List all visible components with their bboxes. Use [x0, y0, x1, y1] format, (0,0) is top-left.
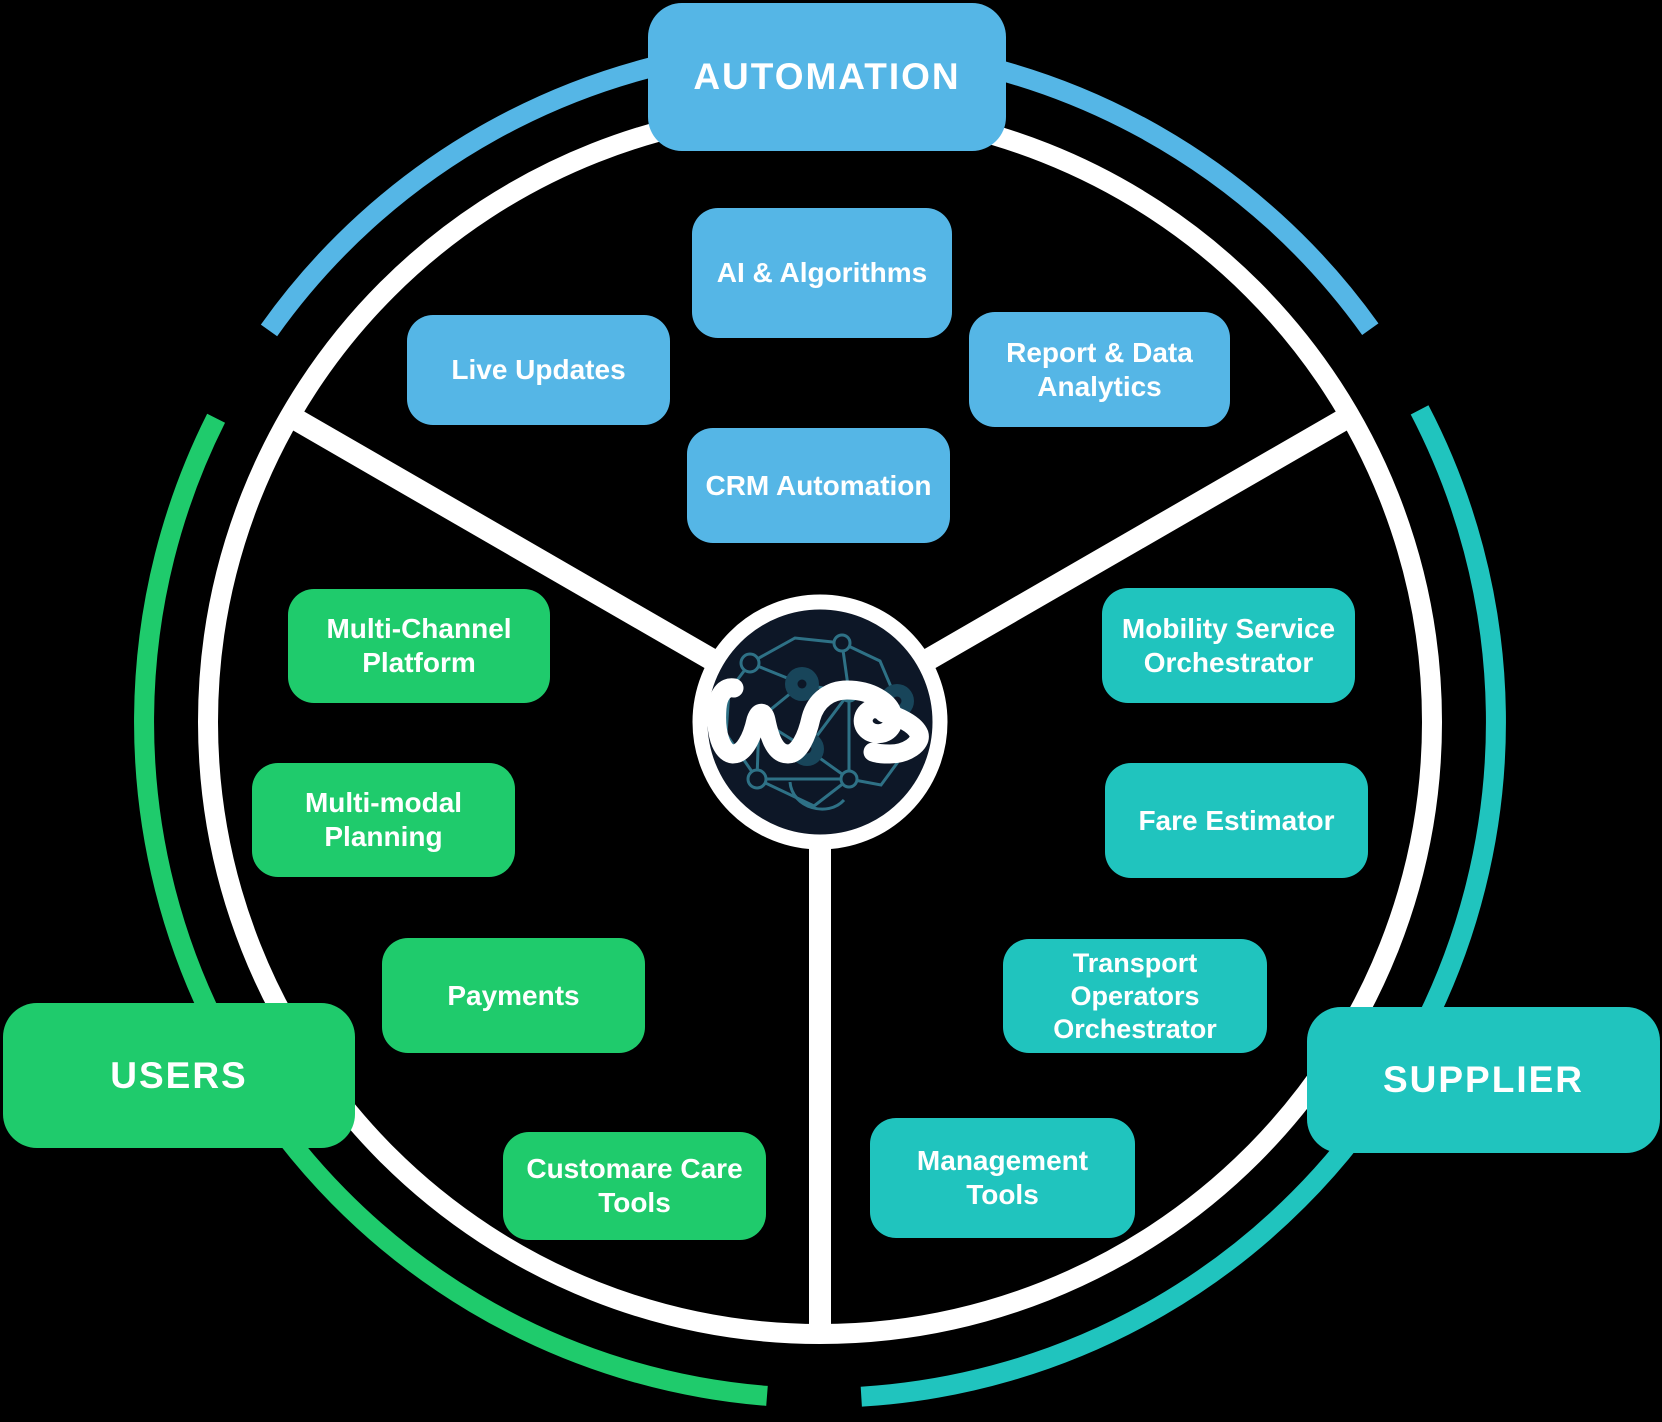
item-mobility-service-orchestrator: Mobility Service Orchestrator — [1102, 588, 1355, 703]
item-management-tools-text: Management Tools — [916, 1145, 1089, 1210]
logo-we-script — [707, 678, 929, 764]
item-live-updates-text: Live Updates — [451, 354, 626, 385]
item-fare-estimator: Fare Estimator — [1105, 763, 1368, 878]
item-customare-care-tools: Customare Care Tools — [503, 1132, 766, 1240]
item-multi-modal-planning: Multi-modal Planning — [252, 763, 515, 877]
item-fare-estimator-text: Fare Estimator — [1138, 804, 1335, 836]
section-label-users: USERS — [3, 1003, 355, 1148]
item-transport-operators-orchestrator: Transport Operators Orchestrator — [1003, 939, 1267, 1053]
item-ai-and-algorithms-text: AI & Algorithms — [716, 257, 928, 288]
section-label-automation-text: AUTOMATION — [693, 56, 961, 97]
section-label-automation: AUTOMATION — [648, 3, 1006, 151]
logo-network-nodes — [739, 633, 859, 790]
item-report-and-data-analytics: Report & Data Analytics — [969, 312, 1230, 427]
section-label-users-text: USERS — [110, 1054, 248, 1096]
item-customare-care-tools-text: Customare Care Tools — [526, 1153, 743, 1218]
section-label-supplier-text: SUPPLIER — [1382, 1059, 1585, 1100]
item-payments-text: Payments — [447, 979, 580, 1011]
item-multi-channel-platform-text: Multi-Channel Platform — [326, 613, 512, 678]
item-live-updates: Live Updates — [407, 315, 670, 425]
item-crm-automation-text: CRM Automation — [705, 469, 932, 501]
item-ai-and-algorithms: AI & Algorithms — [692, 208, 952, 338]
item-mobility-service-orchestrator-text: Mobility Service Orchestrator — [1121, 612, 1336, 678]
item-payments: Payments — [382, 938, 645, 1053]
item-multi-channel-platform: Multi-Channel Platform — [288, 589, 550, 703]
item-management-tools: Management Tools — [870, 1118, 1135, 1238]
item-multi-modal-planning-text: Multi-modal Planning — [304, 787, 463, 852]
section-label-supplier: SUPPLIER — [1307, 1007, 1660, 1153]
center-logo — [692, 594, 948, 850]
item-crm-automation: CRM Automation — [687, 428, 950, 543]
item-report-and-data-analytics-text: Report & Data Analytics — [1006, 336, 1193, 402]
item-transport-operators-orchestrator-text: Transport Operators Orchestrator — [1053, 947, 1217, 1044]
